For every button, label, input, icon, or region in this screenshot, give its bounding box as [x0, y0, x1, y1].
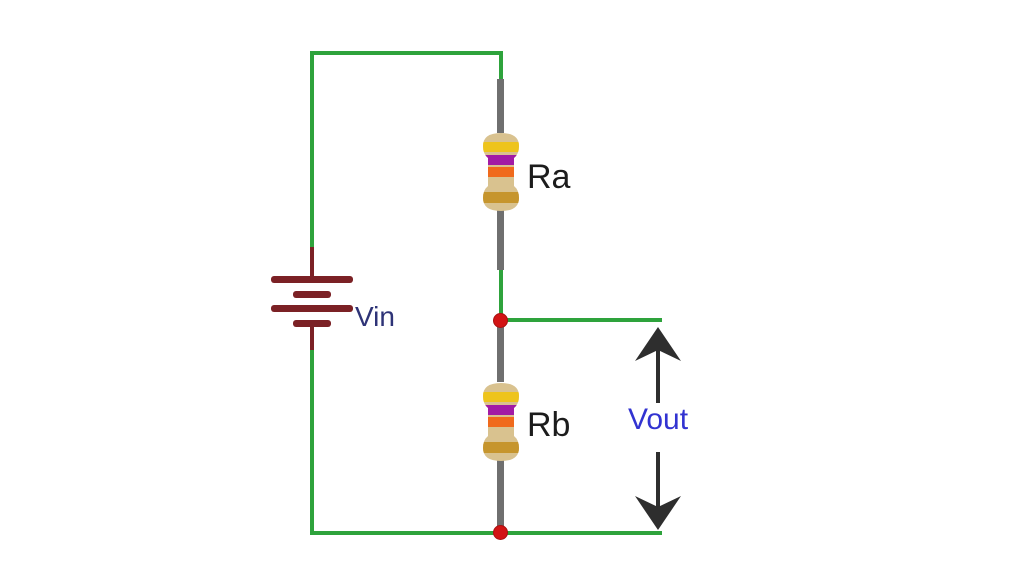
input-voltage-label: Vin — [355, 301, 395, 332]
resistor-a-label: Ra — [527, 158, 571, 196]
ra-band-purple — [483, 155, 519, 165]
wire-left-lower — [310, 349, 314, 535]
lead-rb-top — [497, 322, 504, 382]
rb-band-purple — [483, 405, 519, 415]
battery-plate-short-2 — [293, 320, 331, 327]
wire-middle-segment — [499, 268, 503, 323]
ra-band-gold — [483, 192, 519, 203]
junction-dot-bottom — [493, 525, 508, 540]
ra-band-orange — [483, 167, 519, 177]
wire-left-upper — [310, 51, 314, 247]
lead-rb-bottom — [497, 458, 504, 534]
lead-ra-bottom — [497, 208, 504, 270]
battery-lead-bottom — [310, 327, 314, 350]
wire-top-horizontal — [310, 51, 503, 55]
vout-arrow-down-icon — [635, 452, 681, 530]
output-voltage-label: Vout — [628, 403, 689, 436]
rb-band-yellow — [483, 392, 519, 402]
rb-band-orange — [483, 417, 519, 427]
wire-bottom-horizontal — [310, 531, 662, 535]
junction-dot-middle — [493, 313, 508, 328]
rb-band-gold — [483, 442, 519, 453]
resistor-a-icon — [483, 133, 519, 211]
resistor-b-icon — [483, 383, 519, 461]
resistor-b-label: Rb — [527, 406, 571, 444]
battery-plate-long-2 — [271, 305, 353, 312]
ra-band-yellow — [483, 142, 519, 152]
battery-lead-top — [310, 247, 314, 277]
lead-ra-top — [497, 79, 504, 133]
vout-arrow-up-icon — [635, 327, 681, 403]
wire-right-top-drop — [499, 51, 503, 81]
battery-plate-long-1 — [271, 276, 353, 283]
battery-plate-short-1 — [293, 291, 331, 298]
wire-vout-branch — [501, 318, 662, 322]
